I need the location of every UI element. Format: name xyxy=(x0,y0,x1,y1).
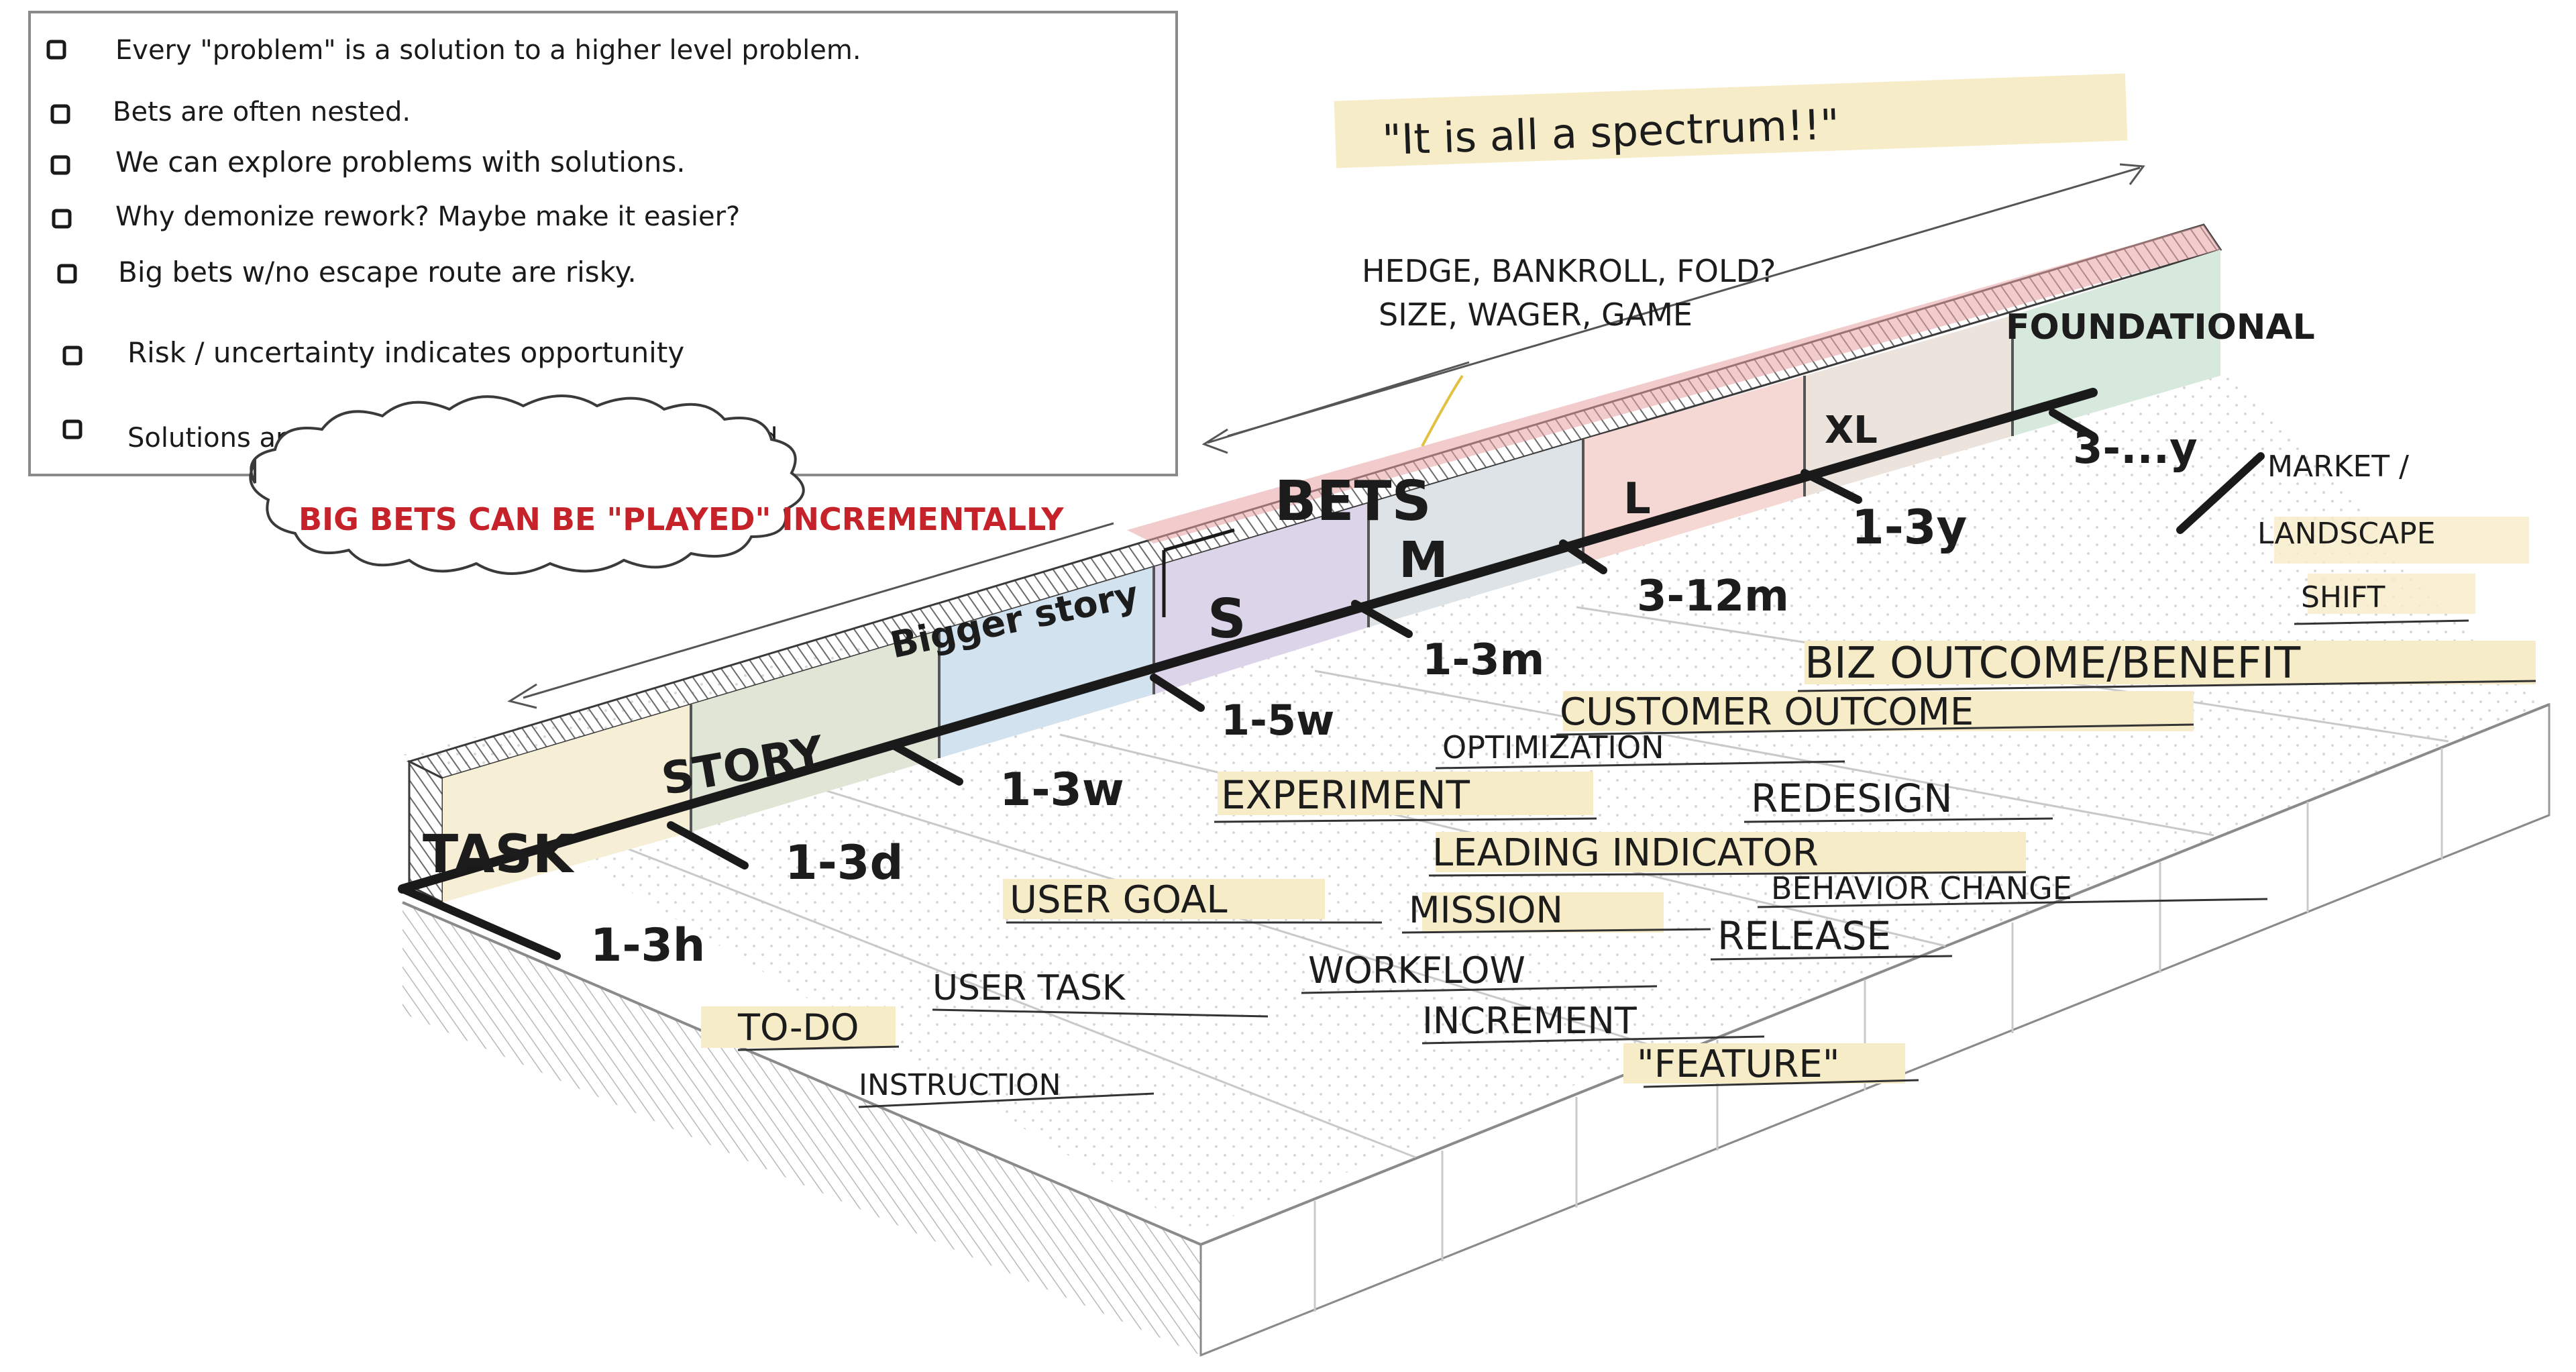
note-item: Big bets w/no escape route are risky. xyxy=(57,256,637,288)
segment-foundational xyxy=(2012,250,2220,436)
duration-label: 1-3w xyxy=(1000,763,1124,816)
note-text: Risk / uncertainty indicates opportunity xyxy=(127,336,684,369)
bets-label: BETS xyxy=(1275,470,1432,533)
term-workflow: WORKFLOW xyxy=(1308,949,1525,992)
cloud-callout: BIG BETS CAN BE "PLAYED" INCREMENTALLY xyxy=(249,394,1064,575)
term-biz-outcome: BIZ OUTCOME/BENEFIT xyxy=(1805,639,2301,688)
term-feature: "FEATURE" xyxy=(1637,1043,1840,1086)
label-s: S xyxy=(1208,588,1246,650)
market-shift: MARKET / LANDSCAPE SHIFT xyxy=(2257,450,2529,625)
note-text: Big bets w/no escape route are risky. xyxy=(118,256,637,288)
label-l: L xyxy=(1623,474,1651,524)
duration-label: 1-5w xyxy=(1221,696,1334,745)
note-item: Bets are often nested. xyxy=(50,97,411,127)
checkbox-icon xyxy=(57,264,77,284)
segment-m xyxy=(1368,439,1583,627)
note-text: Bets are often nested. xyxy=(113,97,411,127)
segment-task xyxy=(443,704,691,902)
arrow-icon xyxy=(1421,374,1464,447)
note-item: We can explore problems with solutions. xyxy=(50,146,686,178)
market-shift-line: SHIFT xyxy=(2301,580,2385,615)
spectrum-quote: "It is all a spectrum!!" xyxy=(1334,73,2128,168)
term-increment: INCREMENT xyxy=(1422,1000,1638,1042)
term-leading-indicator: LEADING INDICATOR xyxy=(1432,831,1819,875)
term-redesign: REDESIGN xyxy=(1751,776,1953,821)
segment-l xyxy=(1583,376,1805,564)
duration-labels: 1-3h 1-3d 1-3w 1-5w 1-3m 3-12m 1-3y 3-..… xyxy=(590,424,2198,972)
floor-terms: TO-DO INSTRUCTION USER TASK USER GOAL WO… xyxy=(701,639,2536,1108)
duration-label: 1-3d xyxy=(785,835,904,890)
term-user-task: USER TASK xyxy=(932,968,1126,1008)
term-to-do: TO-DO xyxy=(737,1006,859,1049)
note-item: Why demonize rework? Maybe make it easie… xyxy=(52,201,740,232)
checkbox-icon xyxy=(50,155,70,175)
duration-label: 1-3m xyxy=(1422,635,1544,685)
duration-label: 3-12m xyxy=(1637,572,1789,621)
market-shift-line: LANDSCAPE xyxy=(2257,517,2436,551)
checkbox-icon xyxy=(50,104,70,124)
notes-box: Every "problem" is a solution to a highe… xyxy=(28,11,1178,476)
poker-terms: HEDGE, BANKROLL, FOLD? SIZE, WAGER, GAME xyxy=(1362,253,1776,333)
note-item: Every "problem" is a solution to a highe… xyxy=(46,35,861,66)
spectrum-arrows xyxy=(507,163,2145,709)
checkbox-icon xyxy=(52,209,72,229)
term-mission: MISSION xyxy=(1409,889,1563,931)
term-experiment: EXPERIMENT xyxy=(1221,772,1470,818)
duration-label: 1-3y xyxy=(1851,500,1967,555)
segment-bigger-story xyxy=(939,567,1154,758)
term-optimization: OPTIMIZATION xyxy=(1442,729,1664,766)
checkbox-icon xyxy=(62,346,83,366)
duration-label: 1-3h xyxy=(590,919,705,972)
term-user-goal: USER GOAL xyxy=(1010,878,1228,922)
note-text: Why demonize rework? Maybe make it easie… xyxy=(115,201,740,232)
label-m: M xyxy=(1399,531,1448,589)
segment-xl xyxy=(1805,315,2012,496)
market-shift-line: MARKET / xyxy=(2267,450,2409,484)
note-item: Risk / uncertainty indicates opportunity xyxy=(62,336,684,369)
term-instruction: INSTRUCTION xyxy=(859,1068,1061,1102)
poker-terms-line2: SIZE, WAGER, GAME xyxy=(1379,297,1693,333)
label-foundational: FOUNDATIONAL xyxy=(2006,307,2315,348)
term-behavior-change: BEHAVIOR CHANGE xyxy=(1771,870,2072,906)
label-task: TASK xyxy=(423,825,575,885)
poker-terms-line1: HEDGE, BANKROLL, FOLD? xyxy=(1362,253,1776,289)
note-text: We can explore problems with solutions. xyxy=(115,146,686,178)
segment-s xyxy=(1154,503,1368,694)
term-release: RELEASE xyxy=(1717,913,1891,959)
term-customer-outcome: CUSTOMER OUTCOME xyxy=(1560,690,1974,734)
duration-label: 3-...y xyxy=(2073,424,2198,474)
label-xl: XL xyxy=(1825,409,1878,452)
checkbox-icon xyxy=(46,40,66,60)
note-text: Every "problem" is a solution to a highe… xyxy=(115,35,861,66)
checkbox-icon xyxy=(62,419,83,439)
cloud-text: BIG BETS CAN BE "PLAYED" INCREMENTALLY xyxy=(299,501,1064,537)
spectrum-bar xyxy=(398,223,2265,960)
